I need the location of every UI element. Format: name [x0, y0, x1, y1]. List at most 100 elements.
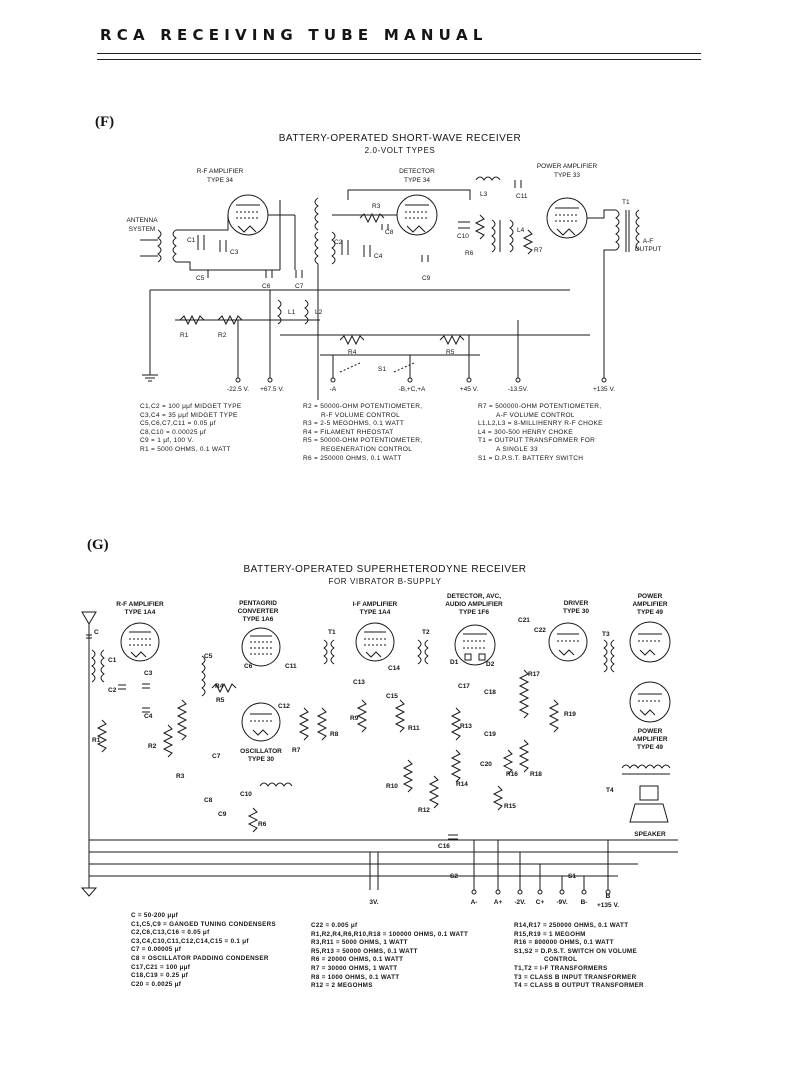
svg-text:C3: C3 [144, 670, 153, 677]
f-power-amp-label: POWER AMPLIFIER [537, 163, 598, 170]
svg-text:T1: T1 [328, 629, 336, 636]
svg-text:C12: C12 [278, 703, 290, 710]
g-terminal-a-minus: A- [471, 899, 478, 906]
section-g-subtitle: FOR VIBRATOR B-SUPPLY [328, 577, 442, 586]
f-terminal-5: +45 V. [460, 386, 479, 393]
f-detector-type: TYPE 34 [404, 177, 430, 184]
svg-text:R7: R7 [292, 747, 301, 754]
svg-text:C6: C6 [244, 663, 253, 670]
section-f-subtitle: 2.0-VOLT TYPES [364, 146, 436, 155]
svg-text:C7: C7 [295, 283, 304, 290]
g-driver-label: DRIVER [564, 600, 589, 607]
header-rule-top [97, 53, 701, 54]
svg-text:C5: C5 [204, 653, 213, 660]
svg-text:R6: R6 [258, 821, 267, 828]
g-power-amp-type: TYPE 49 [637, 609, 663, 616]
svg-text:R16: R16 [506, 771, 518, 778]
f-terminal-4: -B,+C,+A [399, 386, 426, 393]
f-tube-power-amplifier [546, 197, 588, 239]
svg-text:R14: R14 [456, 781, 468, 788]
svg-text:C17: C17 [458, 683, 470, 690]
svg-text:C19: C19 [484, 731, 496, 738]
g-converter-type: TYPE 1A6 [243, 616, 274, 623]
svg-text:T2: T2 [422, 629, 430, 636]
svg-text:T1: T1 [622, 199, 630, 206]
f-output-label: A-F [643, 238, 654, 245]
g-detector-label-2: AUDIO AMPLIFIER [445, 601, 503, 608]
f-tube-rf-amplifier [227, 194, 269, 236]
f-legend-column-2: R2 = 50000-OHM POTENTIOMETER,R-F VOLUME … [303, 403, 423, 462]
svg-text:D2: D2 [486, 661, 495, 668]
f-output-label-2: OUTPUT [635, 246, 662, 253]
f-terminal-6: -13.5V. [508, 386, 529, 393]
g-if-amp-label: I-F AMPLIFIER [353, 601, 398, 608]
svg-text:C4: C4 [144, 713, 153, 720]
f-terminal-3: -A [330, 386, 337, 393]
section-g-title: BATTERY-OPERATED SUPERHETERODYNE RECEIVE… [243, 564, 527, 575]
svg-text:C1: C1 [187, 237, 196, 244]
f-legend-column-3: R7 = 500000-OHM POTENTIOMETER,A-F VOLUME… [478, 403, 603, 462]
svg-text:R18: R18 [530, 771, 542, 778]
svg-text:R7: R7 [534, 247, 543, 254]
svg-text:T3: T3 [602, 631, 610, 638]
f-terminal-1: -22.5 V. [227, 386, 249, 393]
g-tube-driver [548, 622, 588, 662]
svg-text:C9: C9 [422, 275, 431, 282]
g-tube-if-amplifier [355, 622, 395, 662]
g-terminal-a-plus: A+ [494, 899, 503, 906]
svg-text:R6: R6 [465, 250, 474, 257]
svg-text:D1: D1 [450, 659, 459, 666]
svg-text:C8: C8 [385, 229, 394, 236]
svg-text:C8: C8 [204, 797, 213, 804]
svg-text:R5: R5 [446, 349, 455, 356]
svg-text:L1: L1 [288, 309, 296, 316]
svg-text:C10: C10 [240, 791, 252, 798]
svg-text:C15: C15 [386, 693, 398, 700]
svg-text:S1: S1 [568, 873, 576, 880]
svg-text:L2: L2 [315, 309, 323, 316]
f-rf-amp-label: R-F AMPLIFIER [197, 168, 244, 175]
g-terminal-3v: 3V. [369, 899, 378, 906]
svg-text:C4: C4 [374, 253, 383, 260]
g-converter-label-2: CONVERTER [238, 608, 279, 615]
g-detector-label: DETECTOR, AVC, [447, 593, 501, 600]
g-terminal-c-plus: C+ [536, 899, 545, 906]
svg-text:L4: L4 [517, 227, 525, 234]
section-g-label: (G) [87, 537, 109, 553]
g-terminal-b-minus: B- [581, 899, 588, 906]
g-speaker-label: SPEAKER [634, 831, 666, 838]
f-power-amp-type: TYPE 33 [554, 172, 580, 179]
header-rule-bottom [97, 59, 701, 60]
svg-text:C7: C7 [212, 753, 221, 760]
g-terminal-minus-9v: -9V. [556, 899, 568, 906]
svg-text:R9: R9 [350, 715, 359, 722]
g-oscillator-label: OSCILLATOR [240, 748, 282, 755]
svg-text:C11: C11 [516, 193, 528, 200]
g-tube-oscillator [241, 702, 281, 742]
svg-text:R4: R4 [348, 349, 357, 356]
g-rf-amp-type: TYPE 1A4 [125, 609, 156, 616]
svg-text:R19: R19 [564, 711, 576, 718]
g-detector-type: TYPE 1F6 [459, 609, 489, 616]
speaker-icon [629, 785, 669, 823]
g-power-amp-label: POWER [638, 593, 663, 600]
svg-text:L3: L3 [480, 191, 488, 198]
svg-text:C14: C14 [388, 665, 400, 672]
shortwave-receiver-schematic: R-F AMPLIFIER TYPE 34 DETECTOR TYPE 34 P… [126, 163, 662, 400]
svg-text:C6: C6 [262, 283, 271, 290]
f-terminal-7: +135 V. [593, 386, 615, 393]
svg-text:R17: R17 [528, 671, 540, 678]
g-terminal-minus-2v: -2V. [514, 899, 526, 906]
svg-text:R2: R2 [218, 332, 227, 339]
g-power-amp-label-2: AMPLIFIER [632, 601, 667, 608]
svg-text:C1: C1 [108, 657, 117, 664]
section-f-title: BATTERY-OPERATED SHORT-WAVE RECEIVER [278, 133, 522, 144]
svg-text:S1: S1 [378, 366, 386, 373]
f-antenna-label: ANTENNA [126, 217, 158, 224]
svg-text:R1: R1 [180, 332, 189, 339]
f-terminal-2: +67.5 V. [260, 386, 284, 393]
